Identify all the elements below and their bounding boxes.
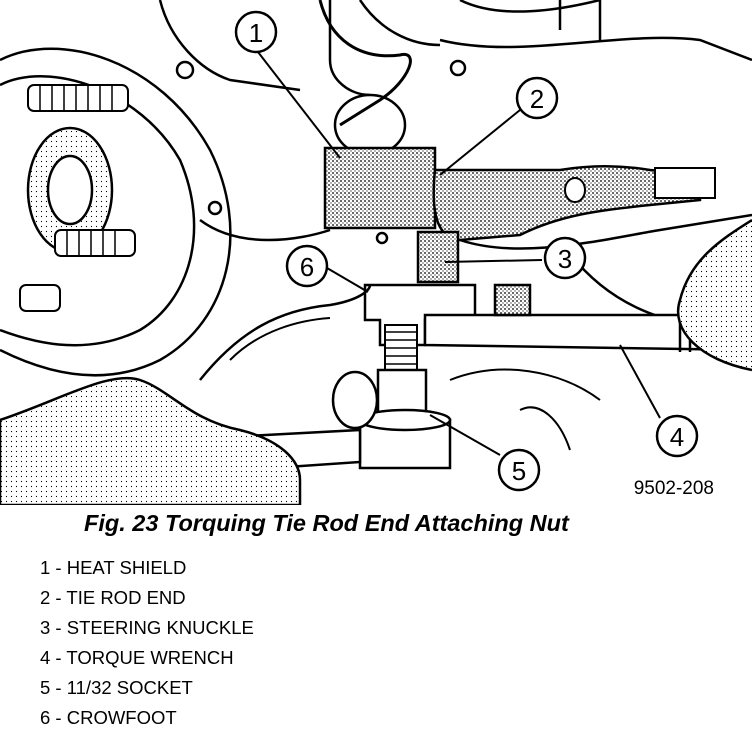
legend-item: 5 - 11/32 SOCKET <box>40 677 193 698</box>
ball-joint <box>331 370 379 430</box>
strut-assembly <box>158 0 752 157</box>
legend-item: 2 - TIE ROD END <box>40 587 186 608</box>
callout-5: 5 <box>497 448 541 492</box>
wheel-studs <box>19 84 136 312</box>
legend-item: 4 - TORQUE WRENCH <box>40 647 234 668</box>
callout-4: 4 <box>655 414 699 458</box>
lower-control-arm <box>199 284 372 381</box>
tie-rod-threads <box>654 167 716 199</box>
tie-rod-illustration: 1 2 3 4 5 6 <box>0 0 752 505</box>
socket <box>358 368 452 470</box>
svg-text:4: 4 <box>670 422 684 452</box>
callout-3: 3 <box>543 236 587 280</box>
sensor-wire <box>318 0 412 127</box>
brake-rotor <box>0 47 232 377</box>
legend-item: 1 - HEAT SHIELD <box>40 557 187 578</box>
callout-6: 6 <box>285 244 329 288</box>
heat-shield <box>323 146 437 230</box>
svg-text:5: 5 <box>512 456 526 486</box>
torque-wrench <box>423 283 752 352</box>
callout-2: 2 <box>515 76 559 120</box>
leader-lines <box>257 51 661 456</box>
hand-left <box>0 376 302 505</box>
svg-text:3: 3 <box>558 244 572 274</box>
figure-caption: Fig. 23 Torquing Tie Rod End Attaching N… <box>84 510 569 536</box>
callout-1: 1 <box>234 10 278 54</box>
legend-list: 1 - HEAT SHIELD 2 - TIE ROD END 3 - STEE… <box>40 553 254 733</box>
hand-right <box>677 218 752 372</box>
svg-text:2: 2 <box>530 84 544 114</box>
svg-text:1: 1 <box>249 18 263 48</box>
legend-item: 3 - STEERING KNUCKLE <box>40 617 254 638</box>
tie-rod-end <box>432 165 702 242</box>
tie-rod-stud <box>384 324 418 371</box>
legend-item: 6 - CROWFOOT <box>40 707 177 728</box>
figure-code: 9502-208 <box>633 478 714 499</box>
svg-text:6: 6 <box>300 252 314 282</box>
